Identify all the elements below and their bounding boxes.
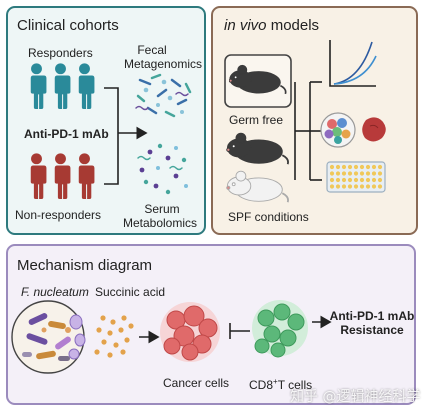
well [353,164,359,170]
well [365,164,371,170]
clinical-cohorts-title: Clinical cohorts [17,17,119,34]
bacteria-community-icon [11,300,86,374]
well [347,184,353,189]
treatment-label: Anti-PD-1 mAb [24,127,109,141]
cd8-t-cells-label: CD8+T cells [249,377,312,392]
well [359,184,365,189]
well [335,177,341,183]
well [377,177,383,183]
well [335,164,341,170]
serum-metabolites-icon [137,143,188,195]
well [371,171,377,176]
responders-label: Responders [28,46,93,60]
germ-free-label: Germ free [229,113,284,127]
well [365,171,371,176]
well [341,171,347,176]
well [365,184,371,189]
f-nucleatum-label: F. nucleatum [21,285,89,299]
well [359,171,365,176]
cancer-cells-icon [160,302,220,362]
cd8-prefix: CD8 [249,378,274,392]
well [329,164,335,170]
outcome-line-2: Resistance [340,323,404,337]
in-vivo-italic: in vivo [224,17,267,34]
well-plate-icon [326,161,386,193]
well [329,184,335,189]
well [335,184,341,189]
responder-person-icon [53,63,71,109]
well [353,184,359,189]
tumor-growth-chart-icon [329,40,377,87]
well [371,177,377,183]
well [335,171,341,176]
fecal-label: Fecal [137,43,167,57]
well [359,177,365,183]
fecal-microbes-icon [135,73,192,118]
well [359,164,365,170]
well [347,164,353,170]
cell-culture-icon [320,112,356,148]
well [377,164,383,170]
responders-group [29,63,95,109]
cd8-t-cells-icon [252,300,308,358]
spf-black-mouse-icon [226,132,289,166]
outcome-line-1: Anti-PD-1 mAb [329,309,415,323]
spf-conditions-label: SPF conditions [228,210,309,224]
well [365,177,371,183]
models-word: models [270,17,320,34]
succinic-acid-icon [94,315,134,358]
well [347,177,353,183]
cancer-cells-label: Cancer cells [163,376,230,390]
in-vivo-models-title: in vivo models [224,17,319,34]
metagenomics-label: Metagenomics [123,57,203,71]
inhibition-arrow [229,323,250,339]
vivo-connector [294,81,322,181]
cohort-bracket [104,87,148,185]
responder-person-icon [77,63,95,109]
metabolomics-label: Metabolomics [122,216,198,230]
well [329,177,335,183]
succinic-acid-label: Succinic acid [95,285,166,299]
responder-person-icon [29,63,47,109]
watermark: 知乎 @逻辑神经科学 [290,389,421,405]
well [341,164,347,170]
mechanism-diagram-title: Mechanism diagram [17,257,153,274]
well [377,184,383,189]
non-responders-group [29,153,95,199]
well [371,184,377,189]
well [329,171,335,176]
non-responder-person-icon [53,153,71,199]
well [347,171,353,176]
well [371,164,377,170]
spf-white-mouse-icon [226,170,289,204]
non-responder-person-icon [77,153,95,199]
tumor-tissue-icon [362,117,386,142]
serum-label: Serum [144,202,180,216]
well [353,171,359,176]
cd8-superscript: + [273,377,278,386]
well [353,177,359,183]
non-responder-person-icon [29,153,47,199]
well [341,177,347,183]
non-responders-label: Non-responders [15,208,102,222]
cd8-suffix: T cells [277,378,313,392]
well [341,184,347,189]
well [377,171,383,176]
